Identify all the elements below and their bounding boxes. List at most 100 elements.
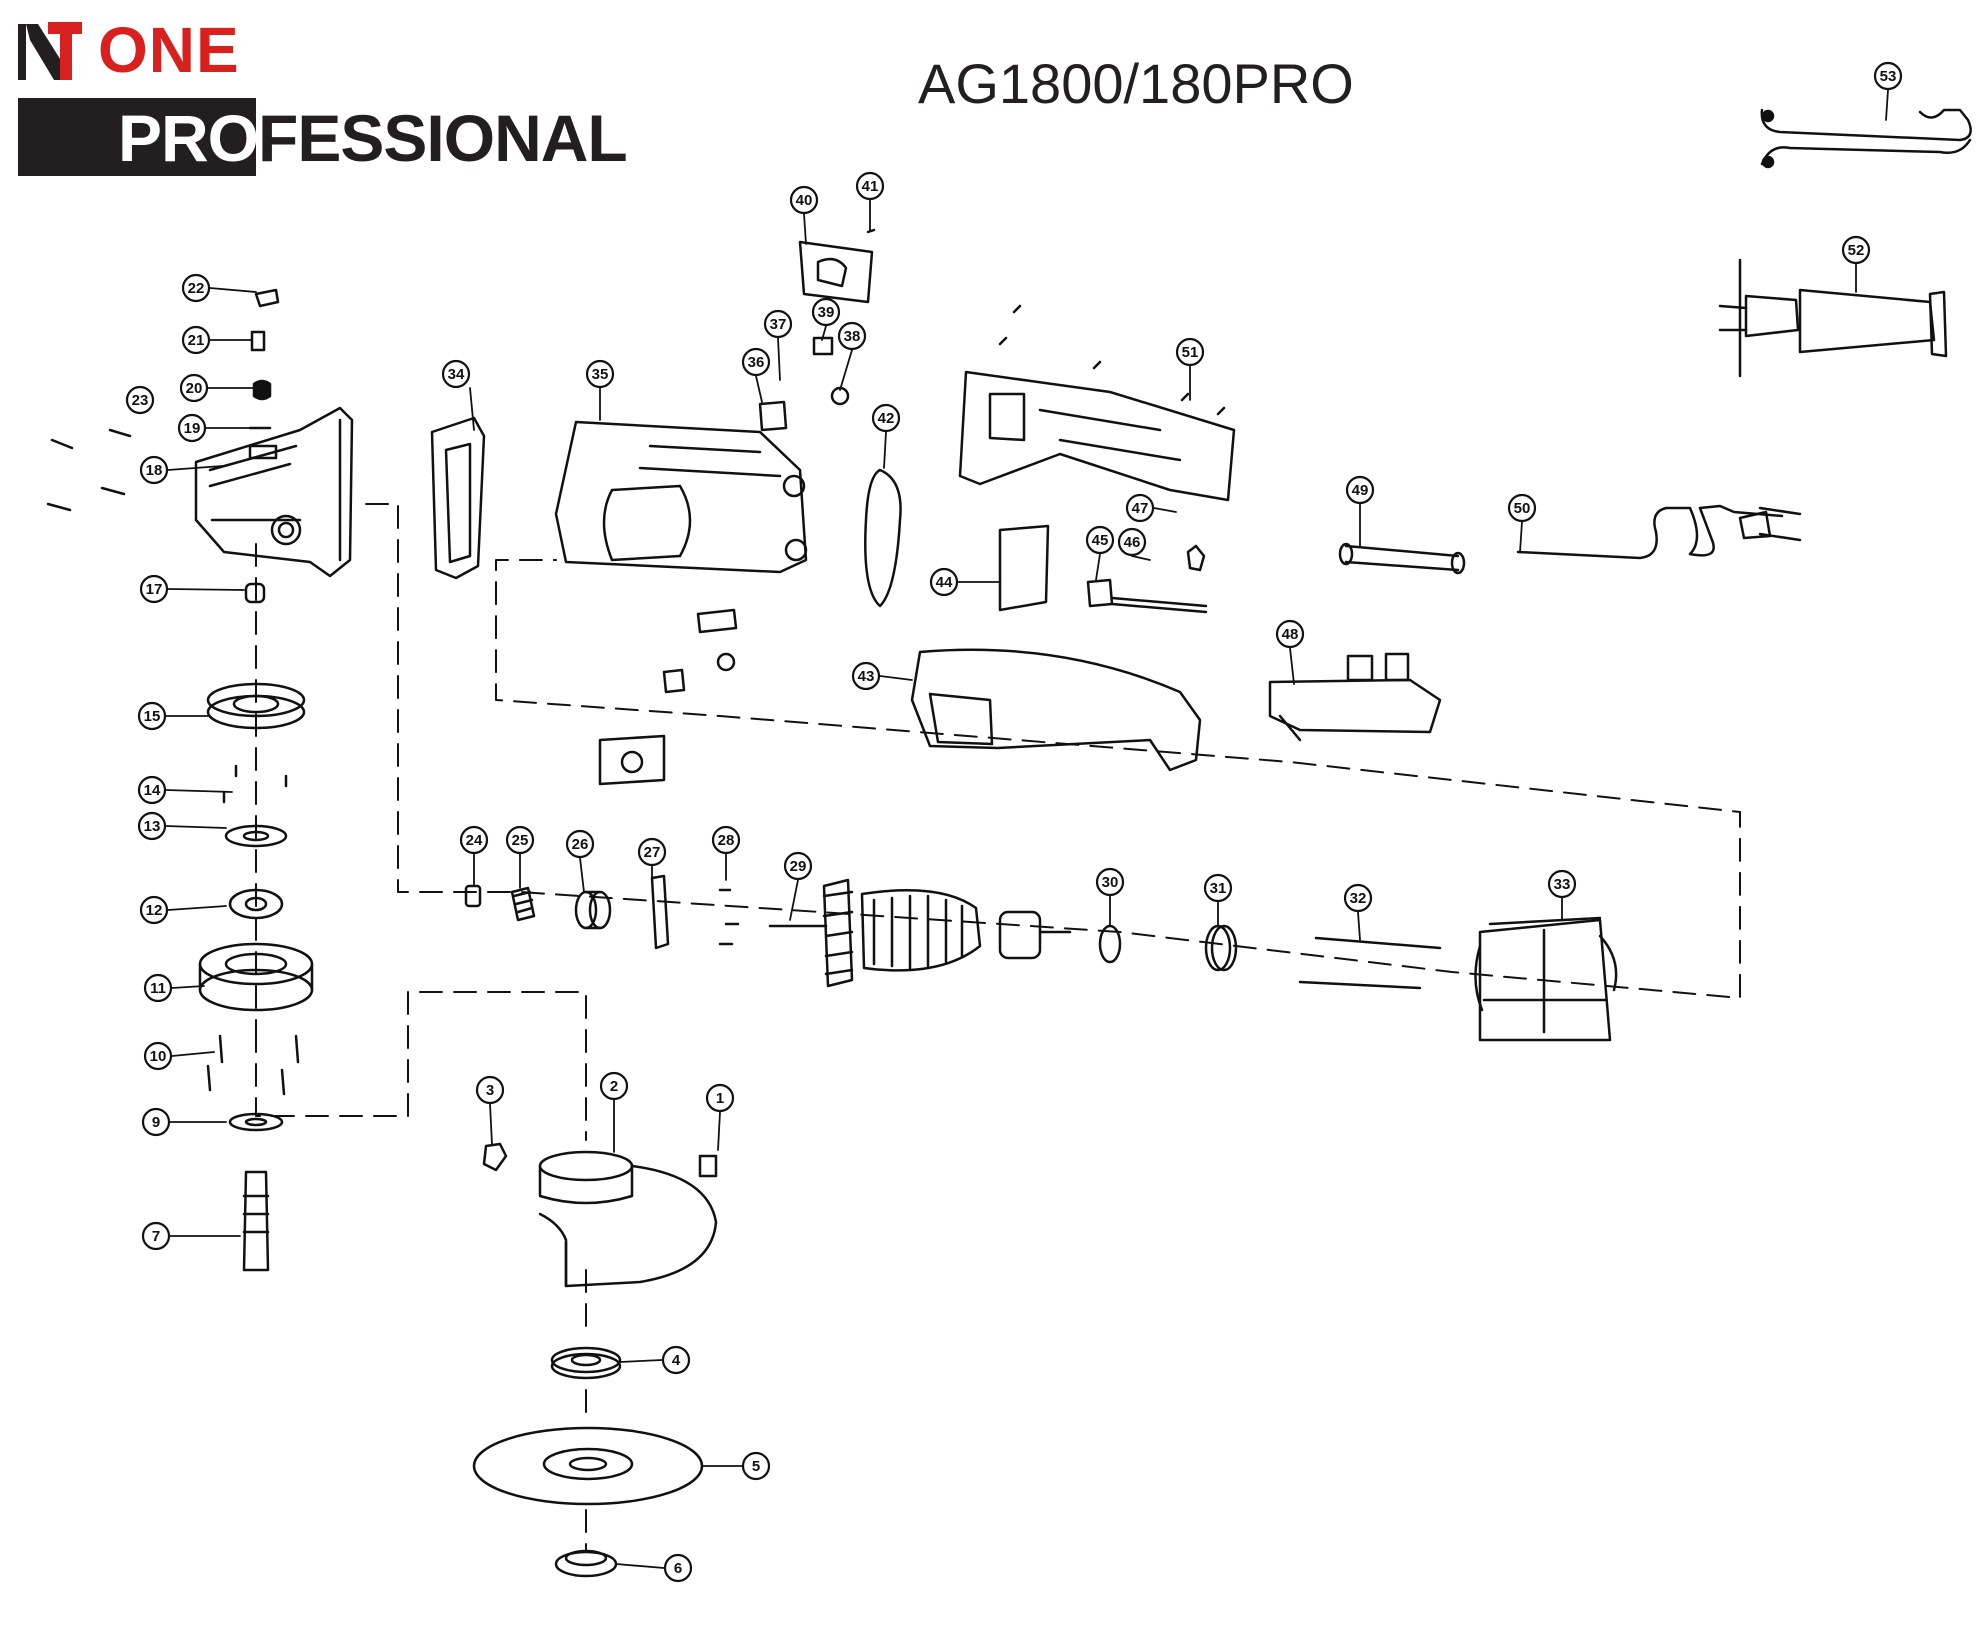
nt-logo-mark-icon <box>18 22 82 80</box>
callout-number: 18 <box>146 462 163 479</box>
callout-number: 49 <box>1352 482 1369 499</box>
callout-number: 50 <box>1514 500 1531 517</box>
part-callout-28: 28 <box>711 825 741 855</box>
callout-circle <box>871 403 901 433</box>
callout-circle <box>1873 61 1903 91</box>
callout-circle <box>143 973 173 1003</box>
part-callout-24: 24 <box>459 825 489 855</box>
callout-number: 3 <box>486 1082 494 1099</box>
part-callout-3: 3 <box>475 1075 505 1105</box>
callout-circle <box>1117 527 1147 557</box>
callout-circle <box>741 1451 771 1481</box>
part-callout-45: 45 <box>1085 525 1115 555</box>
part-callout-17: 17 <box>139 574 169 604</box>
brand-line2-rest: FESSIONAL <box>258 101 628 175</box>
part-callout-53: 53 <box>1873 61 1903 91</box>
callout-number: 53 <box>1880 68 1897 85</box>
part-callout-19: 19 <box>177 413 207 443</box>
callout-circle <box>475 1075 505 1105</box>
part-callout-26: 26 <box>565 829 595 859</box>
callout-number: 17 <box>146 581 163 598</box>
part-callout-36: 36 <box>741 347 771 377</box>
callout-circle <box>1125 493 1155 523</box>
callout-circle <box>711 825 741 855</box>
part-callout-14: 14 <box>137 775 167 805</box>
part-callout-10: 10 <box>143 1041 173 1071</box>
callout-number: 37 <box>770 316 787 333</box>
callout-circle <box>585 359 615 389</box>
callout-circle <box>1203 873 1233 903</box>
part-callout-31: 31 <box>1203 873 1233 903</box>
callout-number: 43 <box>858 668 875 685</box>
part-callout-49: 49 <box>1345 475 1375 505</box>
callout-circle <box>179 373 209 403</box>
callout-circle <box>137 701 167 731</box>
callout-circle <box>137 775 167 805</box>
part-callout-33: 33 <box>1547 869 1577 899</box>
callout-circle <box>181 273 211 303</box>
part-callout-30: 30 <box>1095 867 1125 897</box>
callout-leaders <box>165 89 1889 1569</box>
accessories <box>1338 108 1972 575</box>
callout-number: 4 <box>672 1352 681 1369</box>
part-callout-12: 12 <box>139 895 169 925</box>
callout-number: 36 <box>748 354 765 371</box>
callout-number: 47 <box>1132 500 1149 517</box>
part-callout-2: 2 <box>599 1071 629 1101</box>
callout-number: 51 <box>1182 344 1199 361</box>
callout-circle <box>789 185 819 215</box>
callout-circle <box>1345 475 1375 505</box>
callout-number: 46 <box>1124 534 1141 551</box>
part-callout-27: 27 <box>637 837 667 867</box>
brand-line1: ONE <box>98 14 240 86</box>
callout-circle <box>599 1071 629 1101</box>
callout-number: 13 <box>144 818 161 835</box>
callout-number: 52 <box>1848 242 1865 259</box>
callout-circle <box>705 1083 735 1113</box>
callout-number: 2 <box>610 1078 618 1095</box>
callout-circle <box>851 661 881 691</box>
callout-circle <box>459 825 489 855</box>
callout-number: 20 <box>186 380 203 397</box>
callout-number: 9 <box>152 1114 160 1131</box>
part-callout-51: 51 <box>1175 337 1205 367</box>
callout-number: 14 <box>144 782 161 799</box>
part-callout-20: 20 <box>179 373 209 403</box>
part-callout-21: 21 <box>181 325 211 355</box>
part-callout-40: 40 <box>789 185 819 215</box>
callout-number: 19 <box>184 420 201 437</box>
callout-number: 1 <box>716 1090 724 1107</box>
callout-circle <box>177 413 207 443</box>
callout-circle <box>837 321 867 351</box>
armature-row <box>464 874 1618 1042</box>
part-callout-37: 37 <box>763 309 793 339</box>
callout-circle <box>1275 619 1305 649</box>
callout-number: 28 <box>718 832 735 849</box>
callout-circle <box>637 837 667 867</box>
callout-circle <box>811 297 841 327</box>
callout-circle <box>1343 883 1373 913</box>
callout-number: 15 <box>144 708 161 725</box>
callout-circle <box>139 455 169 485</box>
part-callout-22: 22 <box>181 273 211 303</box>
callout-circle <box>143 1041 173 1071</box>
callout-circle <box>929 567 959 597</box>
callout-circle <box>855 171 885 201</box>
callout-number: 45 <box>1092 532 1109 549</box>
callout-circle <box>763 309 793 339</box>
callout-number: 39 <box>818 304 835 321</box>
callout-circle <box>783 851 813 881</box>
brand-black-bar <box>18 98 256 176</box>
part-callout-41: 41 <box>855 171 885 201</box>
callout-number: 23 <box>132 392 149 409</box>
part-callout-5: 5 <box>741 1451 771 1481</box>
part-callout-4: 4 <box>661 1345 691 1375</box>
callout-circle <box>565 829 595 859</box>
callout-circle <box>741 347 771 377</box>
callout-number: 6 <box>674 1560 682 1577</box>
callout-number: 31 <box>1210 880 1227 897</box>
callout-number: 41 <box>862 178 879 195</box>
